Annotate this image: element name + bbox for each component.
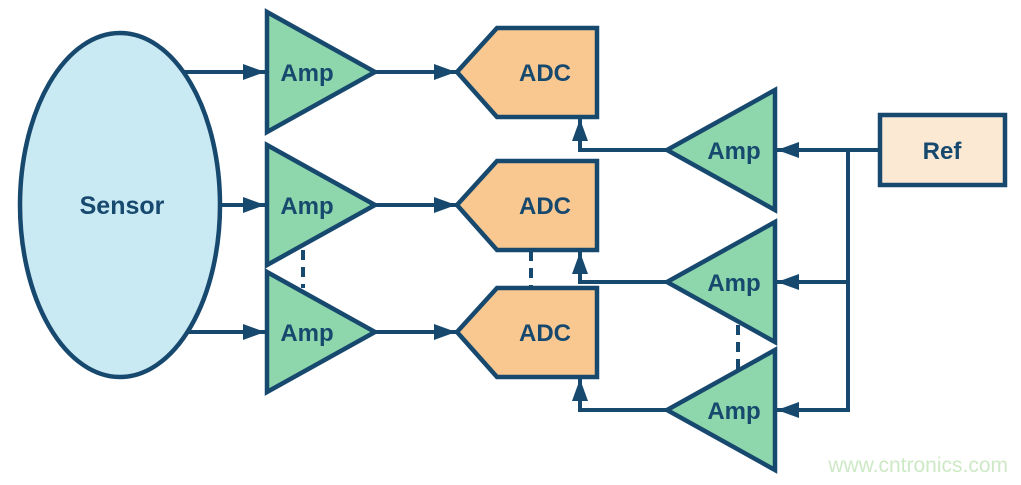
adc-2-label: ADC	[519, 193, 571, 220]
ref-label: Ref	[923, 138, 963, 165]
sensor-label: Sensor	[80, 192, 165, 220]
ref-node: Ref	[877, 112, 1008, 188]
reference-amp-1-triangle	[662, 86, 778, 214]
input-amp-1-triangle	[264, 8, 380, 136]
reference-amp-2-label: Amp	[707, 270, 760, 297]
input-amp-3-triangle	[264, 268, 380, 396]
adc-3-pentagon	[453, 285, 600, 380]
ref-rectangle	[877, 112, 1008, 188]
adc-1-pentagon	[453, 25, 600, 120]
reference-amp-3-triangle	[662, 346, 778, 474]
reference-amp-1-label: Amp	[707, 138, 760, 165]
wire-reference-amp-1-to-adc-1	[572, 119, 668, 152]
input-amp-2-label: Amp	[280, 193, 333, 220]
wire-reference-amp-3-to-adc-3	[572, 379, 668, 412]
wires	[170, 64, 880, 418]
input-amp-3: Amp	[264, 268, 380, 396]
reference-amp-1: Amp	[662, 86, 778, 214]
adc-2: ADC	[453, 158, 600, 253]
sensor-ellipse	[17, 30, 223, 380]
adc-1-label: ADC	[519, 60, 571, 87]
reference-amp-2: Amp	[662, 218, 778, 346]
adc-3-label: ADC	[519, 320, 571, 347]
watermark-text: www.cntronics.com	[827, 454, 1008, 477]
reference-amp-2-triangle	[662, 218, 778, 346]
input-amp-3-label: Amp	[280, 320, 333, 347]
input-amp-1: Amp	[264, 8, 380, 136]
adc-2-pentagon	[453, 158, 600, 253]
reference-amp-3: Amp	[662, 346, 778, 474]
input-amp-1-label: Amp	[280, 60, 333, 87]
wire-ref-bus-to-reference-amp-3	[777, 150, 850, 418]
input-amp-2: Amp	[264, 141, 380, 269]
sensor-node: Sensor	[17, 30, 223, 380]
adc-3: ADC	[453, 285, 600, 380]
reference-amp-3-label: Amp	[707, 398, 760, 425]
adc-1: ADC	[453, 25, 600, 120]
wire-reference-amp-2-to-adc-2	[572, 252, 668, 284]
input-amp-2-triangle	[264, 141, 380, 269]
